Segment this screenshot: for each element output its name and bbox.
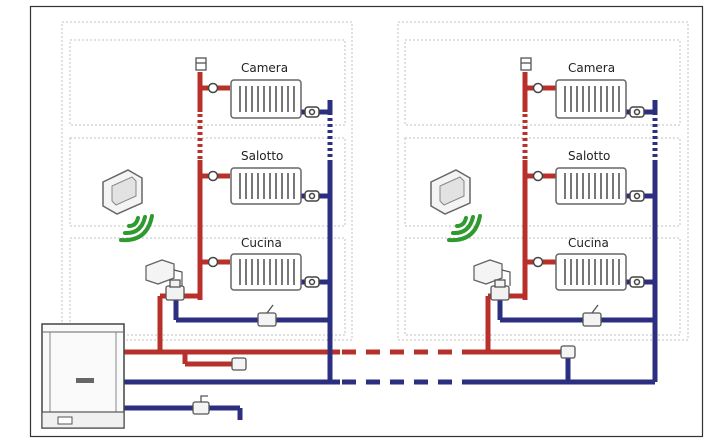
room-label-cucina-left: Cucina xyxy=(241,236,282,250)
radiator-cucina-left xyxy=(230,253,302,291)
zone-valve-left xyxy=(165,279,185,301)
radiator-salotto-right xyxy=(555,167,627,205)
building-left-outline xyxy=(61,21,353,341)
room-label-cucina-right: Cucina xyxy=(568,236,609,250)
room-label-salotto-left: Salotto xyxy=(241,149,284,163)
thermostat-right xyxy=(430,169,471,215)
zone-receiver-right xyxy=(473,259,511,286)
wireless-signal-icon-left xyxy=(119,214,154,243)
boiler xyxy=(41,323,125,429)
valve-icons xyxy=(207,82,645,288)
flow-pipes-right xyxy=(470,72,568,355)
room-label-camera-right: Camera xyxy=(568,61,616,75)
balancing-valves xyxy=(192,304,602,415)
room-label-camera-left: Camera xyxy=(241,61,289,75)
radiator-salotto-left xyxy=(230,167,302,205)
radiator-cucina-right xyxy=(555,253,627,291)
connection-pipes xyxy=(342,349,470,385)
zone-valve-right xyxy=(490,279,510,301)
thermostat-left xyxy=(102,169,143,215)
radiator-camera-right xyxy=(555,79,627,119)
zone-receiver-left xyxy=(145,259,183,286)
room-label-salotto-right: Salotto xyxy=(568,149,611,163)
radiator-camera-left xyxy=(230,79,302,119)
building-right-outline xyxy=(397,21,689,341)
wireless-signal-icon-right xyxy=(447,214,482,243)
air-vent-icons xyxy=(195,57,532,71)
